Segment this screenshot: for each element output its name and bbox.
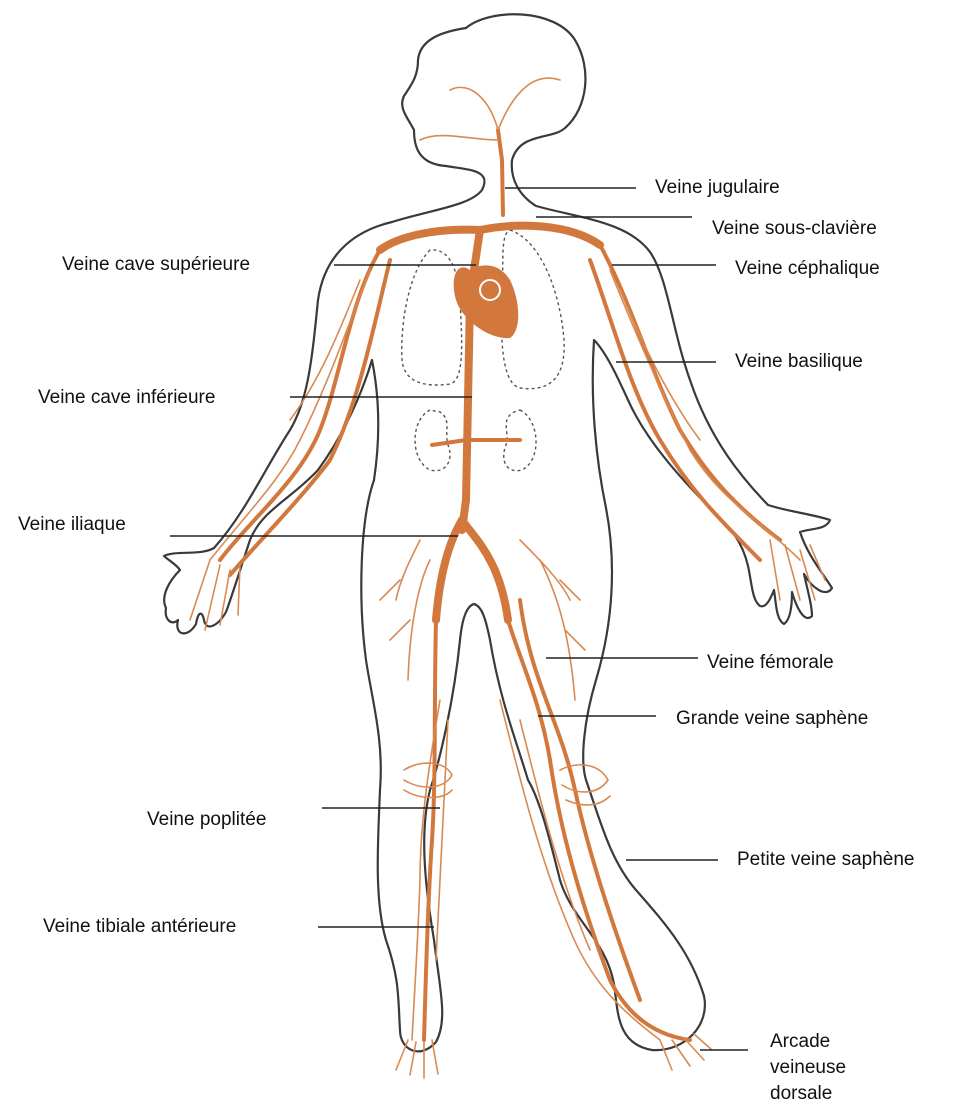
label-veine-sous-claviere: Veine sous-clavière bbox=[712, 218, 877, 240]
label-veine-iliaque: Veine iliaque bbox=[18, 514, 126, 536]
label-arcade-veineuse-dorsale: Arcade veineuse dorsale bbox=[770, 1029, 900, 1107]
label-petite-veine-saphene: Petite veine saphène bbox=[737, 849, 914, 871]
label-veine-jugulaire: Veine jugulaire bbox=[655, 177, 780, 199]
label-veine-cave-inferieure: Veine cave inférieure bbox=[38, 387, 215, 409]
label-veine-femorale: Veine fémorale bbox=[707, 652, 834, 674]
label-veine-basilique: Veine basilique bbox=[735, 351, 863, 373]
label-veine-tibiale-anterieure: Veine tibiale antérieure bbox=[43, 916, 236, 938]
label-veine-cephalique: Veine céphalique bbox=[735, 258, 880, 280]
label-veine-poplitee: Veine poplitée bbox=[147, 809, 266, 831]
label-grande-veine-saphene: Grande veine saphène bbox=[676, 708, 868, 730]
label-veine-cave-superieure: Veine cave supérieure bbox=[62, 254, 250, 276]
